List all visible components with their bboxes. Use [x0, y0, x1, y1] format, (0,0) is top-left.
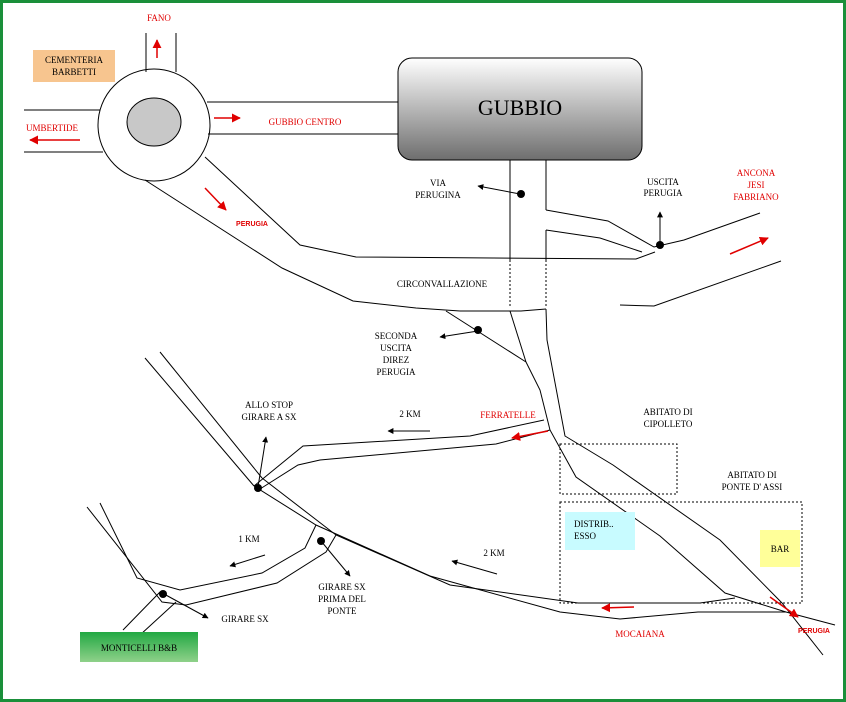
- distance-label-3: 2 KM: [483, 548, 504, 558]
- roads: [24, 33, 836, 656]
- label-perugia-lower: PERUGIA: [798, 628, 830, 635]
- ponte-dassi-area: [559, 501, 803, 604]
- allo-stop-1: ALLO STOP: [245, 400, 293, 410]
- label-fabriano: FABRIANO: [733, 192, 779, 202]
- arrow-ferratelle: [511, 430, 549, 441]
- cementeria-line1: CEMENTERIA: [45, 55, 103, 65]
- distrib-1: DISTRIB..: [574, 519, 614, 529]
- circonvallazione-label: CIRCONVALLAZIONE: [397, 279, 488, 289]
- uscita-perugia-2: PERUGIA: [643, 188, 683, 198]
- bar-box: [760, 530, 800, 567]
- uscita-perugia-1: USCITA: [647, 177, 679, 187]
- seconda-uscita-2: USCITA: [380, 343, 412, 353]
- seconda-uscita-4: PERUGIA: [376, 367, 416, 377]
- gubbio-label: GUBBIO: [478, 95, 562, 120]
- label-perugia-upper: PERUGIA: [236, 221, 268, 228]
- cipolleto-2: CIPOLLETO: [644, 419, 693, 429]
- ponte-dassi-1: ABITATO DI: [727, 470, 776, 480]
- girare-ponte-3: PONTE: [328, 606, 358, 616]
- ponte-dassi-2: PONTE D' ASSI: [722, 482, 783, 492]
- waypoint-uscita-perugia: [656, 241, 664, 249]
- arrow-perugia-upper: [204, 187, 227, 211]
- cipolleto-area: [559, 443, 678, 495]
- distrib-box: [565, 512, 635, 550]
- seconda-uscita-1: SECONDA: [375, 331, 418, 341]
- cementeria-line2: BARBETTI: [52, 67, 96, 77]
- label-ancona: ANCONA: [737, 168, 776, 178]
- cipolleto-1: ABITATO DI: [643, 407, 692, 417]
- label-gubbio-centro: GUBBIO CENTRO: [269, 117, 342, 127]
- girare-sx-label: GIRARE SX: [221, 614, 269, 624]
- via-perugina-2: PERUGINA: [415, 190, 461, 200]
- monticelli-label: MONTICELLI B&B: [101, 643, 177, 653]
- label-umbertide: UMBERTIDE: [26, 123, 78, 133]
- waypoint-girare-sx: [159, 590, 167, 598]
- waypoint-stop: [254, 484, 262, 492]
- monticelli-box: [80, 632, 198, 662]
- label-jesi: JESI: [747, 180, 764, 190]
- distance-label-1: 2 KM: [399, 409, 420, 419]
- waypoint-via-perugina: [517, 190, 525, 198]
- label-ferratelle: FERRATELLE: [480, 410, 536, 420]
- allo-stop-2: GIRARE A SX: [241, 412, 297, 422]
- distrib-2: ESSO: [574, 531, 597, 541]
- via-perugina-1: VIA: [430, 178, 446, 188]
- seconda-uscita-3: DIREZ: [383, 355, 410, 365]
- waypoint-seconda-uscita: [474, 326, 482, 334]
- arrow-perugia-lower: [769, 596, 799, 618]
- cementeria-box: [33, 50, 115, 82]
- girare-ponte-2: PRIMA DEL: [318, 594, 366, 604]
- girare-ponte-1: GIRARE SX: [318, 582, 366, 592]
- bar-label: BAR: [771, 544, 790, 554]
- roundabout-island: [126, 97, 182, 147]
- gubbio-box: [397, 57, 643, 161]
- distance-label-2: 1 KM: [238, 534, 259, 544]
- waypoint-ponte: [317, 537, 325, 545]
- label-fano: FANO: [147, 13, 171, 23]
- arrow-mocaiana: [601, 603, 635, 613]
- label-mocaiana: MOCAIANA: [615, 629, 665, 639]
- arrow-ancona: [729, 236, 769, 255]
